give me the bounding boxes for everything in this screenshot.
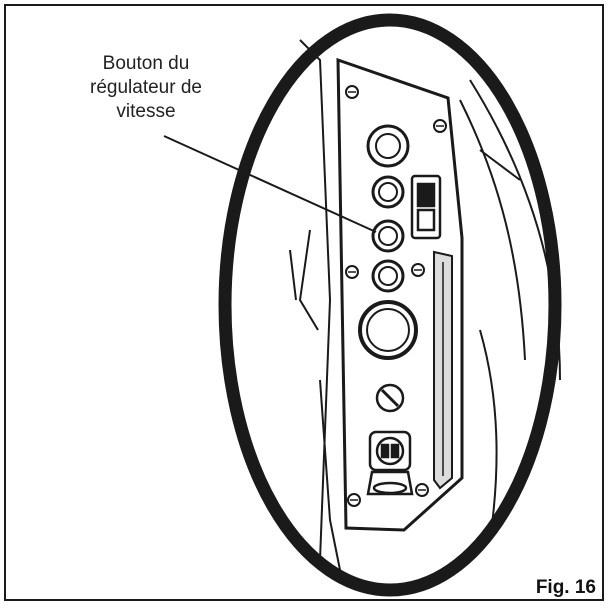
large-socket (358, 300, 418, 360)
figure-label: Fig. 16 (535, 577, 596, 598)
key-switch (375, 383, 405, 413)
speed-regulator-callout: Bouton du régulateur de vitesse (56, 52, 236, 124)
rocker-switch (410, 174, 442, 240)
callout-leader-line (163, 135, 377, 233)
callout-line-3: vitesse (116, 101, 176, 122)
top-connector (366, 124, 410, 168)
small-button-lower (371, 259, 405, 293)
speed-regulator-button (371, 219, 405, 253)
callout-line-2: régulateur de (90, 77, 202, 98)
zoom-oval (218, 13, 562, 597)
small-button-upper (371, 175, 405, 209)
callout-line-1: Bouton du (102, 53, 190, 74)
charging-port (366, 430, 414, 496)
